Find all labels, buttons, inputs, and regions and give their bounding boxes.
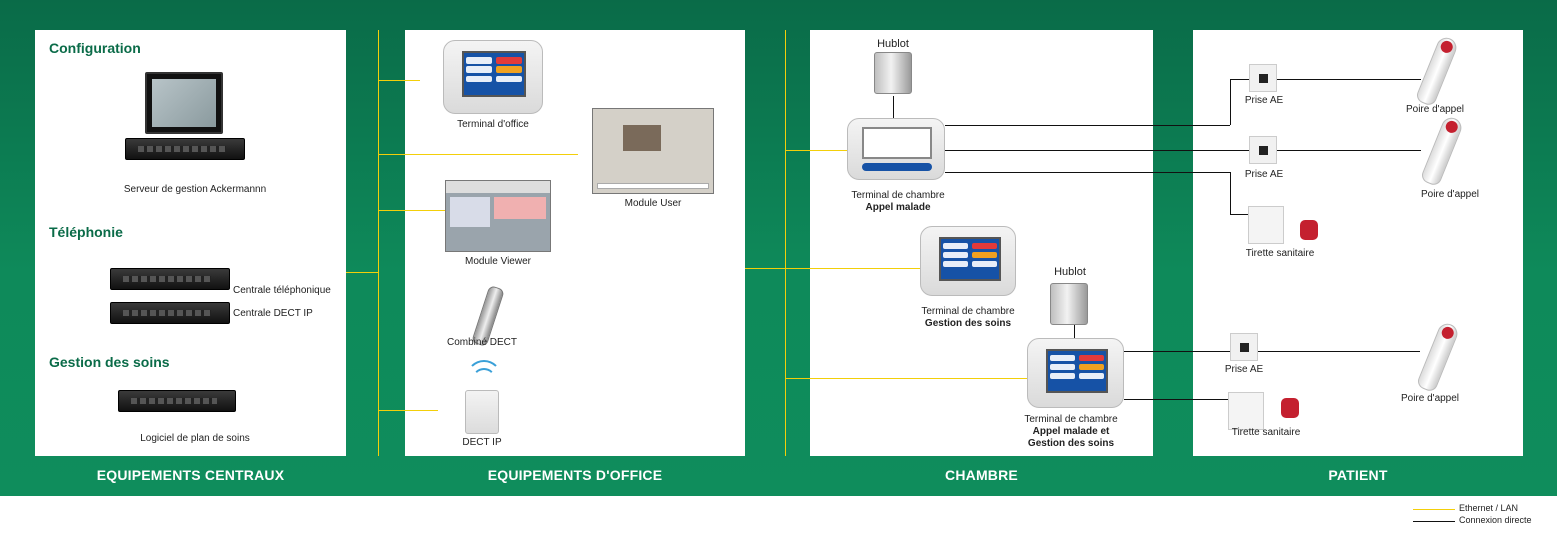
dect-ip-icon [465, 390, 499, 434]
prise-ae-2-icon [1249, 136, 1277, 164]
direct-link [1230, 79, 1231, 125]
lan-link [378, 154, 578, 155]
lan-backbone-1 [378, 30, 379, 456]
module-viewer-label: Module Viewer [440, 256, 556, 268]
direct-link [945, 150, 1250, 151]
prise-ae-3-icon [1230, 333, 1258, 361]
monitor-icon [145, 72, 223, 134]
prise-ae-2-label: Prise AE [1234, 169, 1294, 181]
lan-link [785, 378, 1027, 379]
module-user-label: Module User [592, 198, 714, 210]
prise-ae-1-icon [1249, 64, 1277, 92]
logiciel-label: Logiciel de plan de soins [95, 433, 295, 445]
tirette-1-label: Tirette sanitaire [1240, 248, 1320, 260]
terminal-chambre-2-icon [920, 226, 1016, 296]
column-title-office: EQUIPEMENTS D'OFFICE [405, 467, 745, 483]
terminal-chambre-1-icon [847, 118, 945, 180]
lan-backbone-2 [785, 30, 786, 456]
centrale-tel-icon [110, 268, 230, 290]
direct-link [1276, 150, 1421, 151]
tirette-2-icon [1228, 392, 1264, 430]
hublot-1-label: Hublot [863, 38, 923, 50]
direct-link [893, 96, 894, 118]
direct-link [1276, 79, 1421, 80]
legend-ethernet-label: Ethernet / LAN [1459, 503, 1518, 513]
terminal-office-icon [443, 40, 543, 114]
column-title-central: EQUIPEMENTS CENTRAUX [35, 467, 346, 483]
direct-link [1258, 351, 1420, 352]
section-telephonie: Téléphonie [49, 224, 123, 240]
lan-link [346, 272, 378, 273]
column-title-patient: PATIENT [1193, 467, 1523, 483]
poire-appel-1-label: Poire d'appel [1400, 104, 1470, 116]
centrale-tel-label: Centrale téléphonique [233, 285, 331, 297]
direct-link [945, 172, 1230, 173]
combine-dect-label: Combiné DECT [430, 337, 534, 349]
centrale-dect-label: Centrale DECT IP [233, 308, 313, 320]
legend-direct-swatch [1413, 521, 1455, 522]
terminal-office-label: Terminal d'office [443, 119, 543, 131]
poire-appel-2-label: Poire d'appel [1410, 189, 1490, 201]
lan-link [378, 80, 420, 81]
direct-link [945, 125, 1230, 126]
direct-link [1124, 351, 1230, 352]
legend-direct-label: Connexion directe [1459, 515, 1532, 525]
direct-link [1124, 399, 1228, 400]
prise-ae-3-label: Prise AE [1214, 364, 1274, 376]
server-icon [125, 138, 245, 160]
dect-ip-label: DECT IP [440, 437, 524, 449]
hublot-2-icon [1050, 283, 1088, 325]
column-title-chambre: CHAMBRE [810, 467, 1153, 483]
tirette-2-label: Tirette sanitaire [1226, 427, 1306, 439]
server-label: Serveur de gestion Ackermannn [95, 184, 295, 196]
lan-link [378, 210, 445, 211]
poire-appel-3-label: Poire d'appel [1395, 393, 1465, 405]
lan-link [785, 150, 847, 151]
tirette-1-tag-icon [1300, 220, 1318, 240]
terminal-chambre-3-icon [1027, 338, 1124, 408]
tirette-1-icon [1248, 206, 1284, 244]
direct-link [1230, 79, 1250, 80]
prise-ae-1-label: Prise AE [1234, 95, 1294, 107]
module-user-window [592, 108, 714, 194]
section-gestion-soins: Gestion des soins [49, 354, 170, 370]
hublot-1-icon [874, 52, 912, 94]
direct-link [1230, 214, 1248, 215]
wifi-icon [472, 368, 496, 392]
direct-link [1230, 172, 1231, 214]
lan-link [378, 410, 438, 411]
lan-link [745, 268, 920, 269]
legend-ethernet-swatch [1413, 509, 1455, 510]
logiciel-server-icon [118, 390, 236, 412]
centrale-dect-icon [110, 302, 230, 324]
section-configuration: Configuration [49, 40, 141, 56]
hublot-2-label: Hublot [1040, 266, 1100, 278]
module-viewer-window [445, 180, 551, 252]
tirette-2-tag-icon [1281, 398, 1299, 418]
